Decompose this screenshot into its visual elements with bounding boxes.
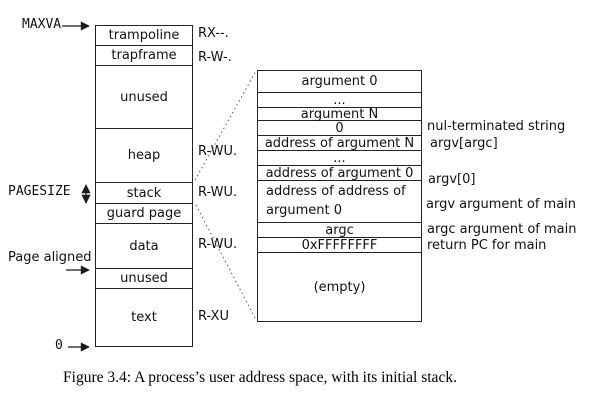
segment-trampoline: trampoline — [96, 26, 192, 46]
maxva-label: MAXVA — [22, 17, 62, 32]
annotation-argv-0: argv[0] — [428, 172, 476, 187]
segment-stack: stack — [96, 183, 192, 204]
perm-label-trapframe: R-W-. — [198, 50, 232, 65]
page-aligned-label: Page aligned — [8, 250, 92, 265]
stack-row-address-of-address: address of address of argument 0 — [258, 181, 421, 223]
segment-data: data — [96, 224, 192, 269]
stack-row-empty: (empty) — [313, 279, 366, 295]
stack-zoom-line-upper — [194, 70, 257, 181]
memory-layout-column: trampoline trapframe unused heap stack g… — [95, 25, 193, 347]
stack-row-argc: argc — [258, 223, 421, 238]
zero-label: 0 — [55, 338, 63, 353]
stack-row-ellipsis-args: ... — [258, 93, 421, 108]
segment-guard-page: guard page — [96, 204, 192, 224]
stack-row-ellipsis-addresses: ... — [258, 151, 421, 166]
stack-row-address-of-argument-n: address of argument N — [258, 136, 421, 151]
segment-trapframe: trapframe — [96, 46, 192, 66]
perm-label-data: R-WU. — [198, 237, 238, 252]
figure-caption: Figure 3.4: A process’s user address spa… — [63, 369, 457, 386]
annotation-argv-argument-of-main: argv argument of main — [426, 197, 577, 212]
segment-unused-upper: unused — [96, 66, 192, 129]
stack-zoom-line-lower — [195, 204, 257, 321]
perm-label-trampoline: RX--. — [198, 26, 229, 41]
stack-row-address-of-argument-0: address of argument 0 — [258, 166, 421, 181]
stack-row-return-pc: 0xFFFFFFFF — [258, 238, 421, 253]
annotation-argc-argument-of-main: argc argument of main — [427, 222, 577, 237]
stack-row-argument-0: argument 0 — [258, 71, 421, 93]
perm-label-text: R-XU — [198, 309, 229, 324]
annotation-nul-terminated-string: nul-terminated string — [427, 119, 566, 134]
segment-text: text — [131, 310, 157, 325]
stack-detail-box: argument 0 ... argument N 0 address of a… — [257, 70, 422, 322]
perm-label-heap: R-WU. — [198, 144, 238, 159]
segment-unused-lower: unused — [96, 269, 192, 289]
annotation-return-pc-for-main: return PC for main — [427, 238, 547, 253]
annotation-argv-argc: argv[argc] — [430, 136, 498, 151]
perm-label-stack: R-WU. — [198, 185, 238, 200]
pagesize-label: PAGESIZE — [8, 184, 71, 199]
stack-row-argument-n: argument N — [258, 107, 421, 122]
segment-heap: heap — [96, 129, 192, 183]
stack-row-zero-terminator: 0 — [258, 121, 421, 136]
